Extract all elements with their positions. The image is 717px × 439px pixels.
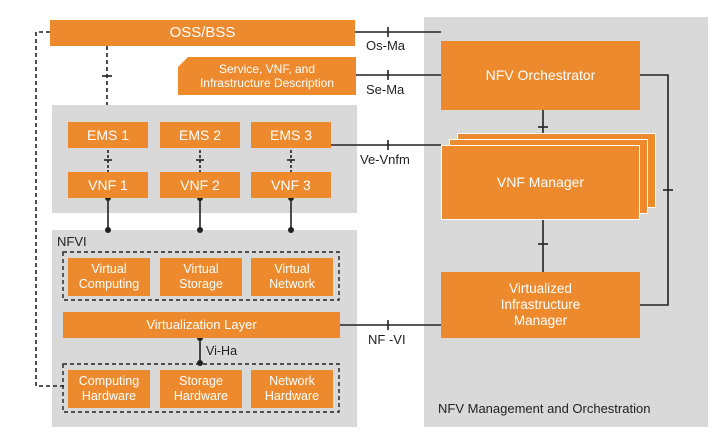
ems-1-box: EMS 1 <box>68 122 148 148</box>
virtual-computing-line1: Virtual <box>91 262 127 276</box>
virtual-network-box: Virtual Network <box>251 258 333 296</box>
virtual-network-line1: Virtual <box>274 262 310 276</box>
virtual-network-line2: Network <box>269 277 315 291</box>
vim-box: Virtualized Infrastructure Manager <box>441 272 640 338</box>
computing-hardware-line2: Hardware <box>81 389 137 403</box>
vim-line3: Manager <box>513 313 568 329</box>
vnf-manager-box: VNF Manager <box>441 145 640 220</box>
storage-hardware-line1: Storage <box>179 374 223 388</box>
nfv-orchestrator-box: NFV Orchestrator <box>441 41 640 110</box>
storage-hardware-box: Storage Hardware <box>160 370 242 408</box>
vnf-1-box: VNF 1 <box>68 172 148 198</box>
virtual-computing-box: Virtual Computing <box>68 258 150 296</box>
virtual-storage-line1: Virtual <box>183 262 219 276</box>
os-ma-label: Os-Ma <box>366 38 405 53</box>
virtual-computing-line2: Computing <box>78 277 140 291</box>
virtual-storage-line2: Storage <box>179 277 223 291</box>
vim-line1: Virtualized <box>509 280 572 296</box>
vnf-3-box: VNF 3 <box>251 172 331 198</box>
service-description-line2: Infrastructure Description <box>199 76 335 90</box>
storage-hardware-line2: Hardware <box>173 389 229 403</box>
computing-hardware-line1: Computing <box>78 374 140 388</box>
nf-vi-label: NF -VI <box>368 332 406 347</box>
se-ma-label: Se-Ma <box>366 82 405 97</box>
oss-bss-box: OSS/BSS <box>50 20 355 46</box>
service-description-text: Service, VNF, and Infrastructure Descrip… <box>178 57 356 95</box>
network-hardware-line1: Network <box>269 374 315 388</box>
virtualization-layer-box: Virtualization Layer <box>63 312 340 338</box>
network-hardware-box: Network Hardware <box>251 370 333 408</box>
service-description-shape <box>178 57 356 95</box>
ve-vnfm-label: Ve-Vnfm <box>360 152 410 167</box>
computing-hardware-box: Computing Hardware <box>68 370 150 408</box>
vi-ha-label: Vi-Ha <box>206 344 238 358</box>
network-hardware-line2: Hardware <box>264 389 320 403</box>
nfvi-title: NFVI <box>57 234 87 249</box>
virtual-storage-box: Virtual Storage <box>160 258 242 296</box>
vnf-2-box: VNF 2 <box>160 172 240 198</box>
vim-line2: Infrastructure <box>500 296 581 312</box>
service-description-line1: Service, VNF, and <box>218 61 316 76</box>
mano-title: NFV Management and Orchestration <box>438 401 651 416</box>
ems-2-box: EMS 2 <box>160 122 240 148</box>
ems-3-box: EMS 3 <box>251 122 331 148</box>
